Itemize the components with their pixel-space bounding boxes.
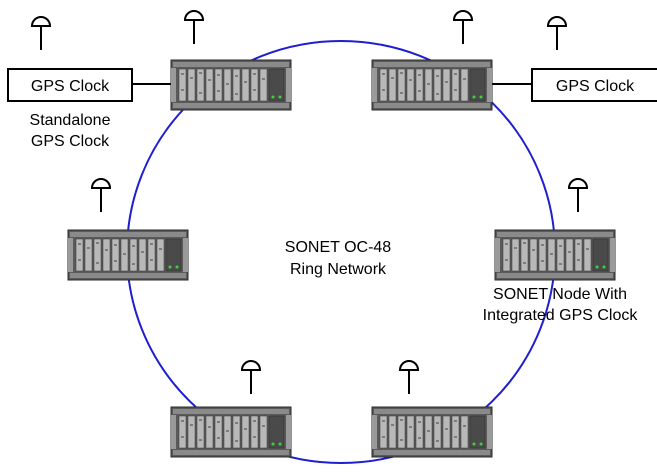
gps-clock-left-label: GPS Clock bbox=[31, 78, 110, 95]
node-label-line1: SONET Node With bbox=[493, 286, 627, 303]
sonet-node-top-right bbox=[371, 59, 493, 111]
node-top-left-antenna-icon bbox=[184, 10, 204, 45]
node-label-line2: Integrated GPS Clock bbox=[483, 307, 639, 324]
sonet-node-middle-right bbox=[494, 229, 616, 281]
gps-clock-right-label: GPS Clock bbox=[556, 78, 635, 95]
standalone-label-line2: GPS Clock bbox=[31, 133, 110, 150]
node-middle-right-antenna-icon bbox=[568, 178, 588, 213]
right-clock-antenna-icon bbox=[547, 16, 567, 51]
node-bottom-right-antenna-icon bbox=[399, 360, 419, 395]
node-middle-left-antenna-icon bbox=[91, 178, 111, 213]
gps-clock-right: GPS Clock bbox=[531, 68, 657, 102]
node-top-right-antenna-icon bbox=[453, 10, 473, 45]
node-bottom-left-antenna-icon bbox=[241, 360, 261, 395]
sonet-node-middle-left bbox=[67, 229, 189, 281]
left-clock-antenna-icon bbox=[31, 16, 51, 51]
sonet-node-top-left bbox=[170, 59, 292, 111]
ring-label-line2: Ring Network bbox=[290, 261, 387, 278]
sonet-node-bottom-left bbox=[170, 406, 292, 458]
ring-label-line1: SONET OC-48 bbox=[285, 239, 392, 256]
standalone-label-line1: Standalone bbox=[30, 112, 111, 129]
gps-clock-left: GPS Clock bbox=[7, 68, 133, 102]
sonet-node-bottom-right bbox=[371, 406, 493, 458]
